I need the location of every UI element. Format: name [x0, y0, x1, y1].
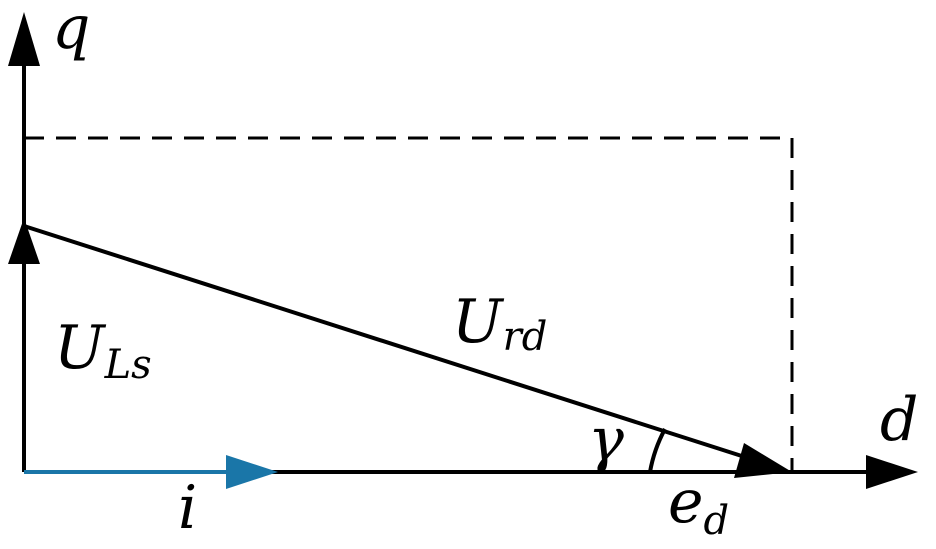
u-rd-arrowhead [734, 443, 792, 478]
dashed-projection [24, 136, 794, 472]
u-rd-main: U [452, 287, 505, 357]
current-vector-arrowhead [226, 455, 278, 489]
q-axis-arrowhead [8, 12, 40, 66]
u-rd-label: Urd [452, 287, 547, 360]
gamma-label: γ [588, 405, 624, 475]
d-axis-arrowhead [866, 455, 918, 489]
gamma-angle-arc [648, 428, 667, 473]
d-axis-label: d [880, 385, 918, 455]
q-axis-label: q [52, 0, 90, 63]
current-label: i [178, 473, 197, 543]
ed-main: e [668, 467, 704, 537]
ed-subscript: d [704, 498, 730, 544]
ed-label: ed [668, 467, 729, 544]
u-ls-main: U [54, 313, 107, 383]
u-ls-subscript: Ls [104, 342, 152, 388]
u-ls-label: ULs [54, 313, 152, 388]
u-rd-vector-line [23, 224, 749, 460]
u-ls-arrowhead [8, 218, 40, 264]
u-rd-subscript: rd [503, 314, 548, 360]
